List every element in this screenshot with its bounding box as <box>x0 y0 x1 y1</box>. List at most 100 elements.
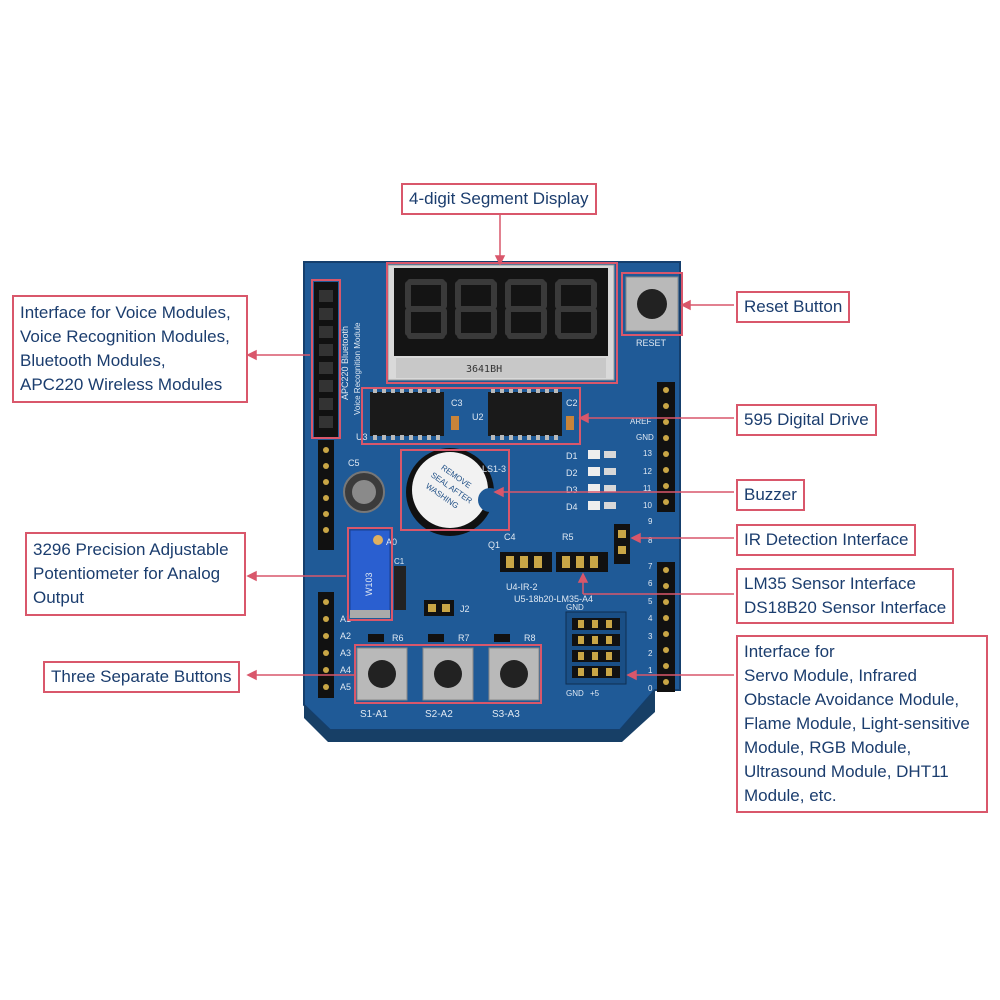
highlight-pot <box>347 527 393 621</box>
pin-11: 11 <box>643 484 652 493</box>
chip-label-u2: U2 <box>472 412 484 422</box>
label-gnd-top: GND <box>566 603 584 612</box>
capacitor-c2 <box>566 416 574 430</box>
label-c5: C5 <box>348 458 360 468</box>
sensor-line-1: LM35 Sensor Interface <box>744 574 916 593</box>
callout-ir-interface: IR Detection Interface <box>736 524 917 556</box>
pin-8: 8 <box>648 536 653 545</box>
side-label-2: Voice Recognition Module <box>353 322 362 415</box>
label-r7: R7 <box>458 633 470 643</box>
callout-segment-display: 4-digit Segment Display <box>401 183 597 215</box>
label-s1: S1-A1 <box>360 709 388 720</box>
callout-digital-drive-text: 595 Digital Drive <box>744 410 869 429</box>
pot-line-2: Potentiometer for Analog <box>33 564 221 583</box>
label-r5: R5 <box>562 532 574 542</box>
highlight-display <box>386 262 618 384</box>
callout-module-interface: Interface for Servo Module, Infrared Obs… <box>736 635 988 813</box>
label-plus5: +5 <box>590 689 600 698</box>
chip-u2 <box>488 388 562 440</box>
pin-5: 5 <box>648 597 653 606</box>
callout-ir-interface-text: IR Detection Interface <box>744 530 909 549</box>
callout-buttons: Three Separate Buttons <box>43 661 240 693</box>
pin-4: 4 <box>648 614 653 623</box>
pin-1: 1 <box>648 666 653 675</box>
label-s3: S3-A3 <box>492 709 520 720</box>
label-gnd-bottom: GND <box>566 689 584 698</box>
label-s2: S2-A2 <box>425 709 453 720</box>
pin-a4: A4 <box>340 665 351 675</box>
highlight-boxes <box>311 262 683 704</box>
highlight-buttons <box>354 644 542 704</box>
pin-10: 10 <box>643 501 652 510</box>
left-header <box>318 440 334 698</box>
label-ls1: LS1-3 <box>482 464 506 474</box>
pin-aref: AREF <box>630 417 651 426</box>
led-array <box>588 450 616 510</box>
voice-module-header <box>314 282 338 437</box>
capacitor-c3 <box>451 416 459 430</box>
led-label-d2: D2 <box>566 468 578 478</box>
module-line-1: Interface for <box>744 642 835 661</box>
voice-line-2: Voice Recognition Modules, <box>20 327 230 346</box>
ir-sensor-headers <box>500 524 630 572</box>
highlight-voice <box>311 279 341 439</box>
connector-lines <box>246 212 734 681</box>
module-line-5: Module, RGB Module, <box>744 738 912 757</box>
chip-u3 <box>370 388 444 440</box>
led-label-d3: D3 <box>566 485 578 495</box>
jumper-j2 <box>424 600 454 616</box>
pot-line-1: 3296 Precision Adjustable <box>33 540 229 559</box>
pin-a5: A5 <box>340 682 351 692</box>
pin-2: 2 <box>648 649 653 658</box>
module-line-2: Servo Module, Infrared <box>744 666 917 685</box>
label-pot: W103 <box>364 572 374 596</box>
pin-gnd: GND <box>636 433 654 442</box>
label-sensor: U5-18b20-LM35-A4 <box>514 594 593 604</box>
highlight-reset <box>621 272 683 336</box>
pin-9: 9 <box>648 517 653 526</box>
pin-6: 6 <box>648 579 653 588</box>
label-r6: R6 <box>392 633 404 643</box>
button-s2[interactable] <box>422 647 474 701</box>
segment-display <box>387 264 615 381</box>
pin-13: 13 <box>643 449 652 458</box>
led-label-d1: D1 <box>566 451 578 461</box>
voice-line-1: Interface for Voice Modules, <box>20 303 231 322</box>
buzzer <box>406 448 502 536</box>
potentiometer[interactable] <box>349 529 391 618</box>
cap-label-c3: C3 <box>451 398 463 408</box>
led-label-d4: D4 <box>566 502 578 512</box>
module-line-6: Ultrasound Module, DHT11 <box>744 762 949 781</box>
callout-sensor-interface: LM35 Sensor Interface DS18B20 Sensor Int… <box>736 568 955 624</box>
callout-reset-button: Reset Button <box>736 291 851 323</box>
module-line-7: Module, etc. <box>744 786 837 805</box>
pin-12: 12 <box>643 467 652 476</box>
callout-reset-button-text: Reset Button <box>744 297 843 316</box>
reset-button[interactable] <box>625 276 679 332</box>
resistors <box>368 634 510 642</box>
callout-segment-display-text: 4-digit Segment Display <box>409 189 589 208</box>
sensor-line-2: DS18B20 Sensor Interface <box>744 598 947 617</box>
callout-buzzer: Buzzer <box>736 479 805 511</box>
callout-digital-drive: 595 Digital Drive <box>736 404 877 436</box>
label-c4: C4 <box>504 532 516 542</box>
pin-7: 7 <box>648 562 653 571</box>
button-s1[interactable] <box>356 647 408 701</box>
right-pin-labels: AREF GND 13 12 11 10 9 8 7 6 5 4 3 2 1 0 <box>630 417 654 693</box>
pot-line-3: Output <box>33 588 85 607</box>
callout-buttons-text: Three Separate Buttons <box>51 667 232 686</box>
button-s3[interactable] <box>488 647 540 701</box>
callout-buzzer-text: Buzzer <box>744 485 797 504</box>
pin-0: 0 <box>648 684 653 693</box>
highlight-595 <box>361 387 581 445</box>
display-part-label: 3641BH <box>466 364 502 375</box>
voice-line-4: APC220 Wireless Modules <box>20 375 223 394</box>
voice-line-3: Bluetooth Modules, <box>20 351 166 370</box>
label-ir: U4-IR-2 <box>506 582 538 592</box>
pin-a3: A3 <box>340 648 351 658</box>
label-j2: J2 <box>460 604 470 614</box>
module-line-3: Obstacle Avoidance Module, <box>744 690 960 709</box>
module-interface-header <box>565 611 627 685</box>
side-label-1: APC220 Bluetooth <box>340 326 350 400</box>
label-r8: R8 <box>524 633 536 643</box>
